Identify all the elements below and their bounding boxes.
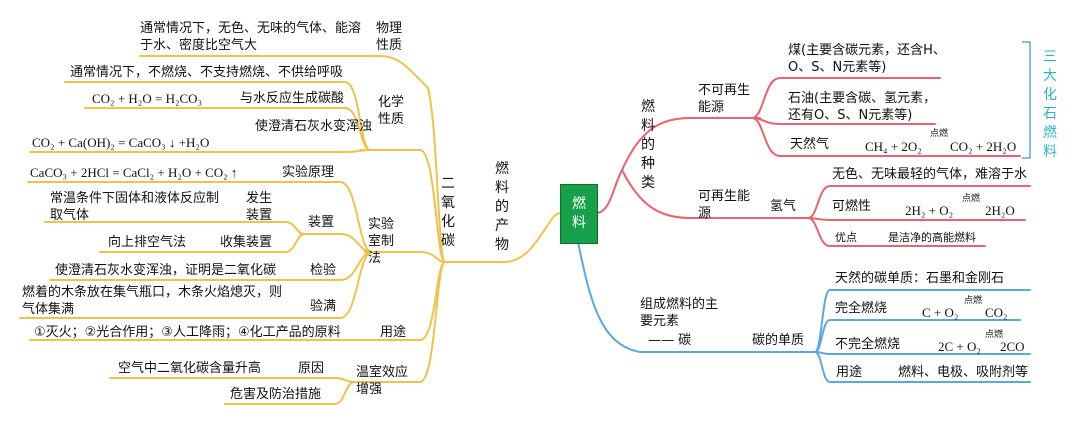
full-text: 燃着的木条放在集气瓶口，木条火焰熄灭，则气体集满 (22, 285, 283, 317)
incomplete-label: 不完全燃烧 (835, 337, 901, 352)
connector-chemical-c (29, 149, 371, 153)
h2-eq-right: 2H₂O (985, 203, 1015, 218)
greenhouse-measure-text: 危害及防治措施 (230, 387, 322, 402)
carbon-element-label: 碳的单质 (752, 333, 805, 348)
greenhouse-cause-label: 原因 (298, 361, 325, 376)
h2-phys-text: 无色、无味最轻的气体，难溶于水 (832, 167, 1028, 182)
gas-eq-cond: 点燃 (930, 129, 949, 139)
connector-chemical-b (84, 107, 371, 151)
h2-eq-cond: 点燃 (962, 194, 981, 204)
gas-label: 天然气 (790, 137, 830, 152)
co2-uses-text: ①灭火；②光合作用；③人工降雨；④化工产品的原料 (34, 325, 341, 340)
collect-text: 向上排空气法 (108, 235, 187, 250)
carbon-uses-label: 用途 (836, 365, 863, 380)
incomplete-eq-right: 2CO (1000, 339, 1025, 354)
physical-text: 通常情况下，无色、无味的气体、能溶于水、密度比空气大 (140, 21, 362, 53)
greenhouse-label: 温室效应增强 (356, 365, 409, 397)
co2-uses-label: 用途 (380, 325, 407, 340)
connector-lab-apparatus (299, 233, 373, 253)
water-label: 与水反应生成碳酸 (240, 91, 345, 106)
center-label: 燃料 (572, 196, 586, 231)
principle-label: 实验原理 (282, 165, 335, 180)
greenhouse-cause-text: 空气中二氧化碳含量升高 (118, 361, 262, 376)
h2-adv-label: 优点 (835, 231, 857, 244)
hydrogen-label: 氢气 (770, 199, 797, 214)
connector-center-carbon (577, 241, 731, 353)
center-node[interactable]: 燃料 (560, 184, 598, 244)
connector-center-products (469, 212, 561, 263)
lime-equation: CO₂ + Ca(OH)₂ = CaCO₃ ↓ +H₂O (32, 135, 210, 150)
complete-eq-cond: 点燃 (964, 296, 983, 306)
connector-nonrenew-coal (751, 77, 941, 119)
lab-label: 实验室制法 (368, 217, 395, 266)
products-label: 燃料的产物 (495, 161, 509, 253)
renewable-label: 可再生能源 (698, 189, 751, 221)
h2-flam-label: 可燃性 (832, 199, 872, 214)
connector-types-renewable (621, 169, 761, 219)
connector-physical (139, 55, 429, 89)
h2-eq-left: 2H₂ + O₂ (905, 203, 954, 218)
lime-label: 使澄清石灰水变浑浊 (255, 119, 373, 134)
connector-greenhouse-measure (224, 381, 356, 405)
h2-adv-text: 是洁净的高能燃料 (888, 231, 976, 244)
connector-apparatus-collect (99, 233, 306, 253)
connector-element-complete (814, 319, 1021, 353)
connector-lab-full (19, 251, 373, 319)
carbon-natural-text: 天然的碳单质：石墨和金刚石 (835, 271, 1005, 286)
complete-label: 完全燃烧 (835, 301, 888, 316)
connector-element-uses (814, 351, 1031, 383)
gas-eq-right: CO₂ + 2H₂O (950, 139, 1017, 154)
gen-label: 发生装置 (246, 191, 273, 223)
gen-text: 常温条件下固体和液体反应制取气体 (50, 191, 220, 223)
test-label: 检验 (310, 263, 337, 278)
connector-h2-phys (807, 185, 1031, 219)
chemical-text: 通常情况下，不燃烧、不支持燃烧、不供给呼吸 (70, 65, 344, 80)
chemical-label: 化学性质 (378, 95, 405, 127)
oil-text: 石油(主要含碳、氢元素，还有O、S、N元素等) (788, 91, 937, 123)
co2-label: 二氧化碳 (441, 176, 455, 249)
complete-eq-right: CO₂ (985, 305, 1008, 320)
carbon-main-label: 组成燃料的主要元素 (640, 297, 719, 329)
types-label: 燃料的种类 (641, 99, 655, 191)
complete-eq-left: C + O₂ (922, 305, 959, 320)
water-equation: CO₂ + H₂O = H₂CO₃ (92, 91, 203, 106)
full-label: 验满 (310, 299, 337, 314)
incomplete-eq-left: 2C + O₂ (938, 339, 981, 354)
connector-types-nonrenewable (621, 117, 761, 171)
incomplete-eq-cond: 点燃 (985, 330, 1004, 340)
physical-label: 物理性质 (376, 21, 403, 53)
connector-h2-adv (807, 217, 986, 247)
collect-label: 收集装置 (220, 235, 273, 250)
test-text: 使澄清石灰水变浑浊，证明是二氧化碳 (55, 263, 277, 278)
carbon-dash-label: —— 碳 (648, 333, 692, 348)
nonrenewable-label: 不可再生能源 (698, 83, 751, 115)
apparatus-label: 装置 (308, 215, 335, 230)
coal-text: 煤(主要含碳元素，还含H、O、S、N元素等) (788, 43, 946, 75)
fossil-bracket (1022, 41, 1031, 159)
fossil-fuels-label: 三大化石燃料 (1043, 49, 1057, 160)
connector-center-types (595, 169, 623, 214)
principle-equation: CaCO₃ + 2HCl = CaCl₂ + H₂O + CO₂ ↑ (30, 165, 238, 180)
connector-greenhouse-cause (109, 377, 356, 383)
carbon-uses-text: 燃料、电极、吸附剂等 (898, 365, 1029, 380)
connector-co2-lab (419, 251, 446, 263)
gas-eq-left: CH₄ + 2O₂ (865, 139, 922, 154)
connector-nonrenew-gas (751, 117, 1021, 157)
connector-co2-greenhouse (419, 261, 446, 383)
connector-co2-chemical (419, 149, 446, 263)
connector-lab-principle (27, 181, 373, 253)
